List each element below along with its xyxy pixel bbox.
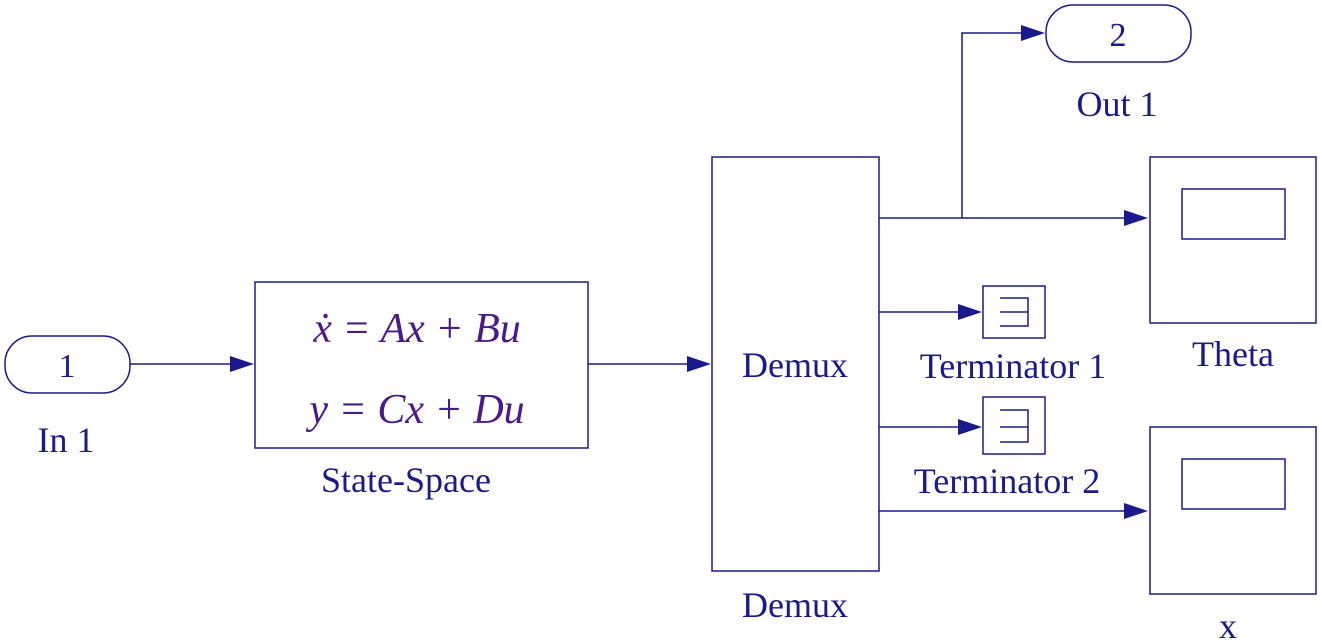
arrow-head — [687, 356, 711, 372]
inport-block-in1[interactable]: 1 — [4, 335, 131, 394]
scope-block-theta[interactable] — [1149, 156, 1317, 324]
arrow-head — [958, 419, 982, 435]
scope-x-label: x — [1219, 606, 1237, 643]
demux-text: Demux — [742, 345, 848, 385]
terminator2-label: Terminator 2 — [914, 461, 1100, 501]
inport-number: 1 — [59, 348, 76, 385]
arrow-head — [1021, 25, 1045, 41]
arrow-head — [230, 356, 254, 372]
arrow-head — [1124, 210, 1148, 226]
scope-screen-icon — [1181, 188, 1286, 240]
scope-block-x[interactable] — [1149, 426, 1317, 595]
terminator-icon — [1000, 409, 1029, 443]
state-equation: ẋ = Ax + Bu — [312, 306, 521, 352]
arrow-head — [1124, 503, 1148, 519]
arrow-head — [958, 304, 982, 320]
wire-branch-to-out1[interactable] — [961, 32, 1022, 218]
scope-screen-icon — [1181, 458, 1286, 510]
terminator-block-2[interactable] — [982, 396, 1046, 455]
demux-label: Demux — [742, 585, 848, 625]
outport-block-out1[interactable]: 2 — [1045, 4, 1192, 63]
output-equation: y = Cx + Du — [305, 387, 524, 433]
scope-theta-label: Theta — [1192, 334, 1274, 374]
demux-block[interactable]: Demux — [711, 156, 880, 572]
state-space-block[interactable]: ẋ = Ax + Bu y = Cx + Du — [254, 281, 589, 449]
outport-label: Out 1 — [1077, 84, 1158, 124]
terminator1-label: Terminator 1 — [920, 346, 1106, 386]
terminator-block-1[interactable] — [982, 285, 1046, 339]
inport-label: In 1 — [38, 420, 95, 460]
state-space-label: State-Space — [321, 460, 491, 500]
outport-number: 2 — [1110, 17, 1127, 54]
